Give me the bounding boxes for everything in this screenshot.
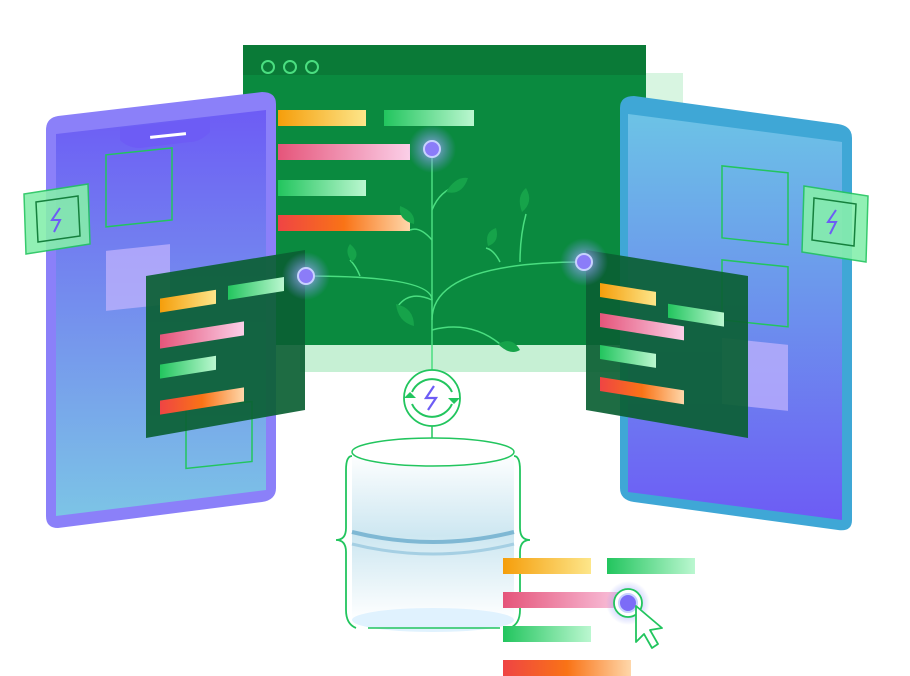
window-controls — [261, 60, 319, 74]
bars-panel — [503, 558, 695, 676]
lightning-chip-left — [23, 183, 91, 255]
panel-left — [146, 250, 305, 438]
browser-window — [243, 45, 683, 373]
panel-right — [586, 250, 748, 438]
lightning-icon — [50, 207, 62, 233]
glow-nodes — [282, 125, 608, 300]
sync-icon — [403, 369, 461, 440]
plant-branches — [305, 150, 585, 370]
lightning-chip-right — [801, 185, 869, 263]
lightning-icon — [826, 209, 838, 235]
database-icon — [335, 437, 531, 632]
lightning-icon — [423, 385, 439, 411]
leaf-icon — [347, 177, 530, 352]
cursor-icon — [606, 581, 663, 649]
